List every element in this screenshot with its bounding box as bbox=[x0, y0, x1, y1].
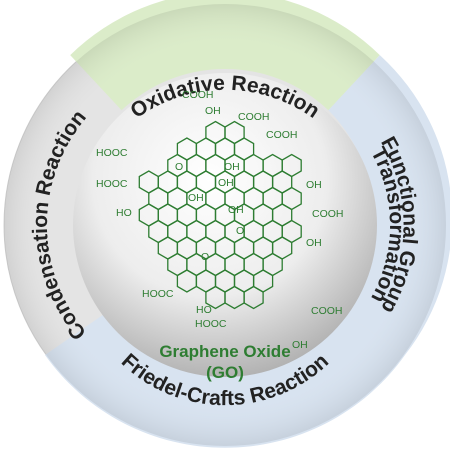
group-oh: OH bbox=[218, 177, 234, 189]
group-oh: OH bbox=[205, 105, 221, 117]
group-oh: OH bbox=[228, 204, 244, 216]
group-ho: HO bbox=[116, 207, 132, 219]
group-hooc: HOOC bbox=[142, 288, 174, 300]
group-o: O bbox=[236, 225, 244, 237]
center-title: Graphene Oxide bbox=[159, 342, 290, 361]
group-hooc: HOOC bbox=[96, 178, 128, 190]
functional-groups: COOH OH COOH COOH HOOC HOOC HO OH COOH O… bbox=[96, 89, 344, 351]
center-subtitle: (GO) bbox=[206, 363, 244, 382]
inner-sphere bbox=[73, 73, 377, 377]
group-cooh: COOH bbox=[311, 305, 343, 317]
group-oh: OH bbox=[224, 161, 240, 173]
group-cooh: COOH bbox=[312, 208, 344, 220]
group-oh: OH bbox=[306, 237, 322, 249]
group-o: O bbox=[175, 161, 183, 173]
go-hexagon-lattice bbox=[138, 120, 302, 310]
group-ho: HO bbox=[196, 304, 212, 316]
group-cooh: COOH bbox=[266, 129, 298, 141]
group-cooh: COOH bbox=[238, 111, 270, 123]
group-hooc: HOOC bbox=[195, 318, 227, 330]
lattice-hexagon bbox=[243, 285, 264, 310]
group-oh: OH bbox=[292, 339, 308, 351]
group-oh: OH bbox=[306, 179, 322, 191]
group-hooc: HOOC bbox=[96, 147, 128, 159]
group-o: O bbox=[201, 251, 209, 263]
group-oh: OH bbox=[188, 192, 204, 204]
group-cooh: COOH bbox=[182, 89, 214, 101]
